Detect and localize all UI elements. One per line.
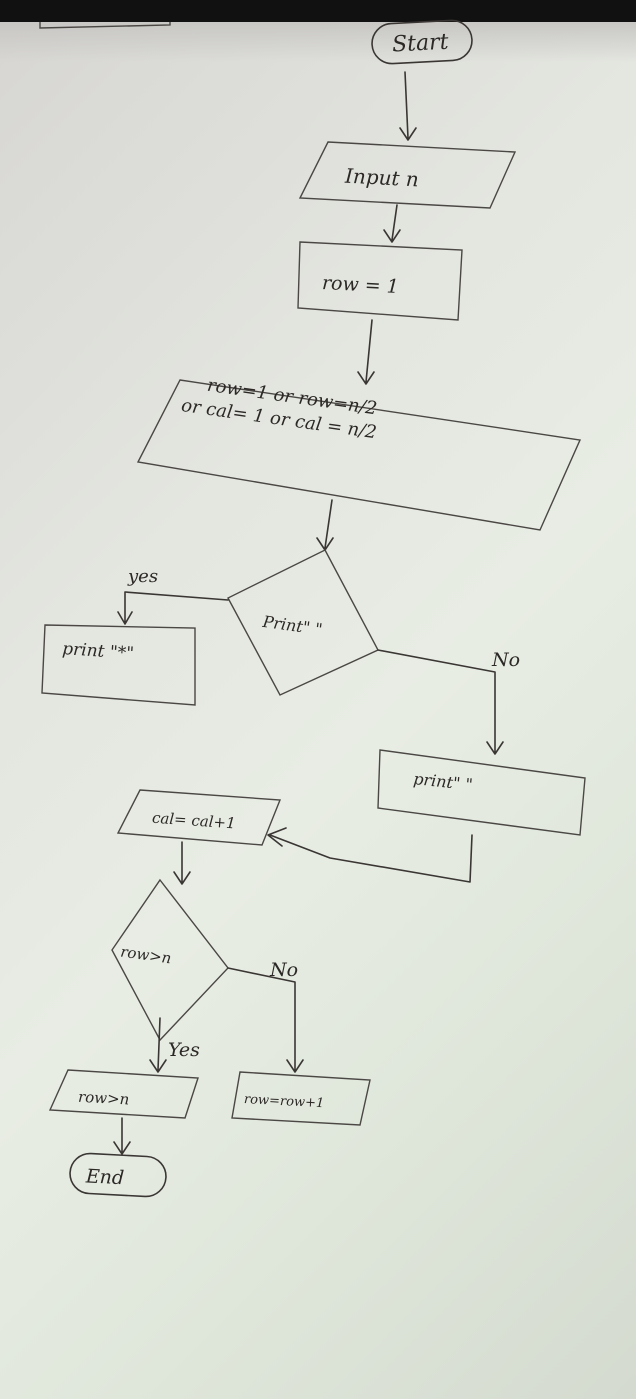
init-box bbox=[297, 241, 463, 321]
increment-col-box bbox=[116, 789, 282, 846]
arrow-back-to-increment bbox=[267, 827, 473, 883]
no1-connector bbox=[377, 649, 504, 755]
result-yes-label: row>n bbox=[78, 1088, 130, 1109]
input-label: Input n bbox=[344, 164, 420, 192]
partial-box bbox=[39, 22, 171, 29]
increment-row-label: row=row+1 bbox=[244, 1092, 325, 1111]
arrow-to-decision2 bbox=[173, 841, 191, 885]
increment-row-box bbox=[231, 1071, 371, 1126]
print-space-label: print" " bbox=[412, 769, 473, 794]
no2-connector bbox=[227, 967, 304, 1073]
yes2-connector bbox=[149, 1017, 167, 1073]
yes1-connector bbox=[117, 591, 229, 625]
print-star-box bbox=[41, 624, 196, 706]
start-label: Start bbox=[391, 30, 449, 58]
end-terminator bbox=[69, 1152, 167, 1198]
arrow-input-init bbox=[383, 204, 401, 243]
end-label: End bbox=[84, 1165, 124, 1189]
decision1-diamond bbox=[227, 549, 379, 696]
print-star-label: print "*" bbox=[62, 639, 135, 664]
arrow-to-end bbox=[113, 1117, 131, 1155]
no2-label: No bbox=[269, 959, 298, 981]
top-dark-bar bbox=[0, 0, 636, 22]
init-label: row = 1 bbox=[321, 272, 399, 298]
result-yes-box bbox=[48, 1069, 199, 1119]
decision2-label: row>n bbox=[119, 943, 172, 968]
yes2-label: Yes bbox=[168, 1039, 200, 1061]
yes1-label: yes bbox=[127, 566, 158, 587]
input-parallelogram bbox=[298, 141, 517, 209]
condition-box bbox=[136, 379, 582, 531]
page-shadow bbox=[0, 22, 636, 62]
no1-label: No bbox=[491, 649, 520, 671]
arrow-init-condition bbox=[357, 319, 375, 385]
arrow-start-input bbox=[399, 71, 417, 141]
print-space-box bbox=[377, 749, 586, 836]
increment-col-label: cal= cal+1 bbox=[151, 809, 236, 833]
decision2-diamond bbox=[111, 878, 229, 1042]
decision1-label: Print" " bbox=[261, 612, 324, 639]
start-terminator bbox=[371, 19, 473, 65]
arrow-condition-decision bbox=[316, 499, 334, 551]
